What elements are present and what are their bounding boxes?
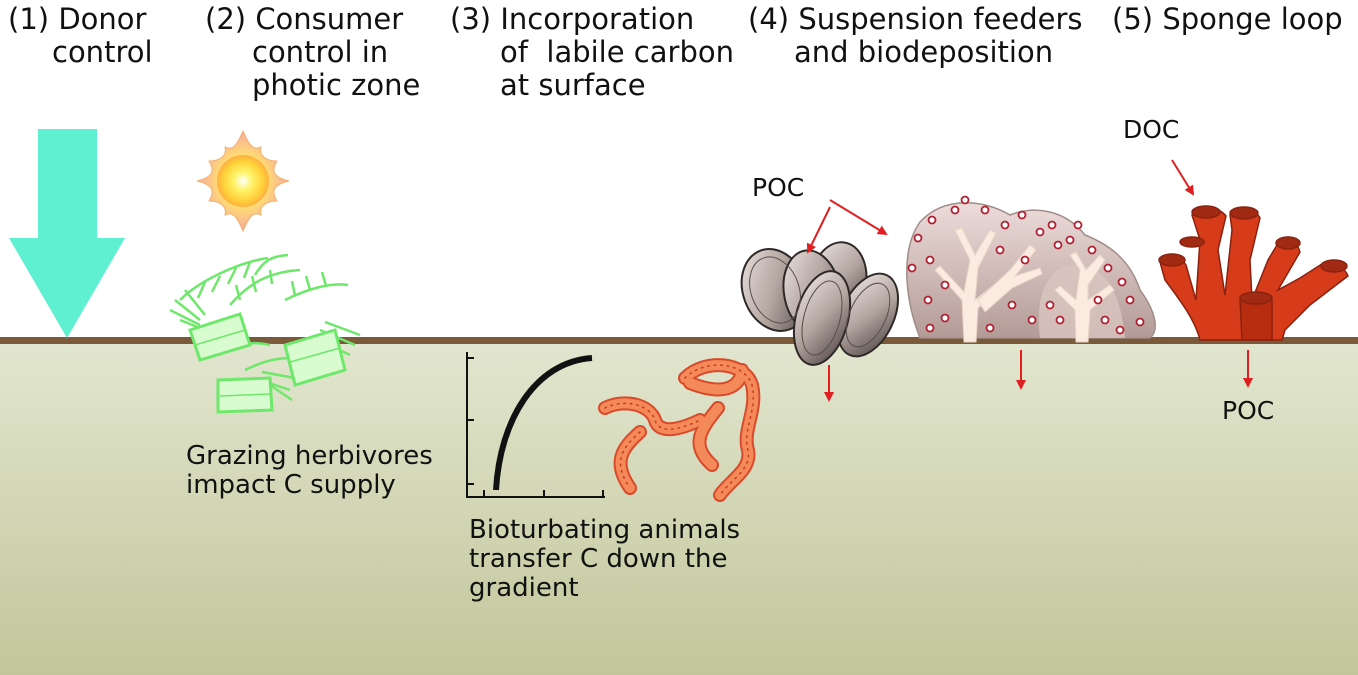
worm-icon [598, 358, 761, 502]
header-line: photic zone [252, 68, 421, 102]
caption-line: impact C supply [186, 470, 396, 500]
seafloor-line [0, 337, 1358, 344]
grazer-icon [169, 253, 361, 414]
header-line: control in [252, 35, 389, 69]
header-number: (5) [1112, 2, 1154, 36]
caption-grazing: Grazing herbivores impact C supply [186, 442, 433, 500]
header-suspension-feeders: (4) Suspension feeders and biodeposition [748, 3, 1083, 69]
sediment [0, 342, 1358, 675]
caption-line: gradient [469, 573, 579, 603]
donor-arrow-icon [9, 129, 125, 338]
caption-line: Grazing herbivores [186, 441, 433, 471]
header-donor-control: (1) Donor control [8, 3, 153, 69]
caption-line: Bioturbating animals [469, 515, 741, 545]
doc-arrow [1171, 159, 1195, 196]
header-line: Sponge loop [1162, 2, 1343, 36]
header-number: (1) [8, 2, 50, 36]
poc-arrow-mussel [807, 206, 831, 254]
sponge-icon [1158, 205, 1349, 341]
header-sponge-loop: (5) Sponge loop [1112, 3, 1343, 36]
label-doc: DOC [1123, 115, 1180, 144]
header-number: (3) [450, 2, 492, 36]
label-poc-top: POC [752, 173, 805, 202]
header-line: of labile carbon [500, 35, 734, 69]
header-labile-carbon: (3) Incorporation of labile carbon at su… [450, 3, 734, 102]
mussel-icon [740, 241, 900, 366]
header-number: (4) [748, 2, 790, 36]
sun-icon [196, 129, 290, 233]
coral-icon [906, 195, 1156, 343]
header-line: Suspension feeders [798, 2, 1083, 36]
caption-bioturbation: Bioturbating animals transfer C down the… [469, 516, 740, 603]
caption-line: transfer C down the [469, 544, 728, 574]
poc-arrow-coral [829, 199, 888, 236]
header-line: control [52, 35, 153, 69]
header-line: and biodeposition [794, 35, 1054, 69]
label-poc-bottom: POC [1222, 396, 1275, 425]
header-consumer-control: (2) Consumer control in photic zone [205, 3, 420, 102]
header-line: Consumer [255, 2, 404, 36]
flow-arrows [807, 159, 1253, 402]
header-line: Incorporation [500, 2, 695, 36]
header-line: Donor [58, 2, 147, 36]
header-line: at surface [500, 68, 646, 102]
header-number: (2) [205, 2, 247, 36]
gradient-graph [466, 352, 605, 498]
